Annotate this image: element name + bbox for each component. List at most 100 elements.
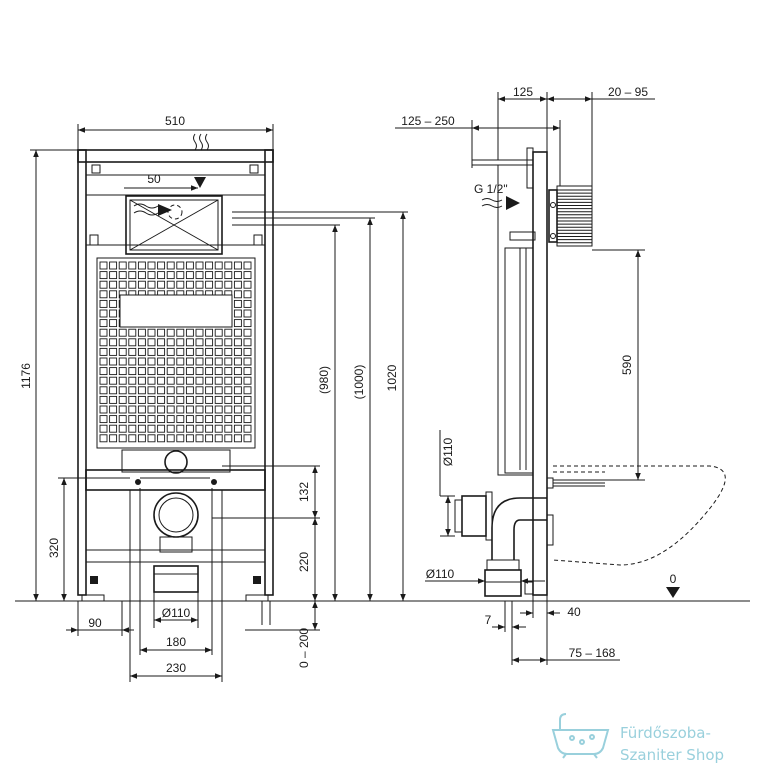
tile (118, 376, 127, 385)
tile (157, 424, 166, 433)
tile (233, 309, 242, 318)
tile (185, 376, 194, 385)
tile (224, 415, 233, 424)
tile (137, 271, 146, 280)
tile (99, 395, 108, 404)
tile (166, 376, 175, 385)
tile (224, 357, 233, 366)
tile (243, 290, 252, 299)
tile (99, 376, 108, 385)
tile (233, 405, 242, 414)
tile (176, 328, 185, 337)
tile (214, 376, 223, 385)
tile (243, 424, 252, 433)
tile (233, 367, 242, 376)
tile (195, 338, 204, 347)
tile (176, 347, 185, 356)
tile (137, 261, 146, 270)
tile (214, 338, 223, 347)
tile (157, 261, 166, 270)
tile (128, 328, 137, 337)
dim-side-125: 125 (513, 85, 533, 99)
side-view (454, 147, 726, 602)
tile (176, 376, 185, 385)
tile (137, 338, 146, 347)
tile (99, 290, 108, 299)
tile (205, 261, 214, 270)
tile (147, 434, 156, 443)
tile (99, 338, 108, 347)
tile (233, 357, 242, 366)
tile (147, 367, 156, 376)
tile (224, 347, 233, 356)
tile (176, 280, 185, 289)
tile (99, 386, 108, 395)
tile (118, 434, 127, 443)
tile (128, 395, 137, 404)
tile (99, 405, 108, 414)
dim-side-125-250: 125 – 250 (401, 114, 455, 128)
tile (176, 424, 185, 433)
tile (233, 299, 242, 308)
tile (176, 434, 185, 443)
tile (118, 395, 127, 404)
tile (118, 357, 127, 366)
tile (243, 386, 252, 395)
tile (128, 357, 137, 366)
tile (166, 424, 175, 433)
tile (233, 328, 242, 337)
bathtub-logo-icon (551, 713, 610, 759)
tile (243, 319, 252, 328)
tile (243, 415, 252, 424)
tile (137, 395, 146, 404)
tile (128, 338, 137, 347)
dim-foot-90: 90 (88, 616, 102, 630)
tile (147, 338, 156, 347)
tile (233, 434, 242, 443)
tile (137, 347, 146, 356)
tile (205, 357, 214, 366)
tile (157, 415, 166, 424)
tile (166, 271, 175, 280)
dim-320: 320 (47, 538, 61, 558)
tile (195, 328, 204, 337)
tile (137, 386, 146, 395)
tile (137, 424, 146, 433)
tile (205, 405, 214, 414)
tile (195, 280, 204, 289)
tile (214, 434, 223, 443)
tile (118, 338, 127, 347)
tile (109, 386, 118, 395)
tile (243, 328, 252, 337)
dim-front-total-height: 1176 (19, 363, 33, 389)
tile (118, 367, 127, 376)
tile (224, 328, 233, 337)
tile (176, 405, 185, 414)
tile (233, 290, 242, 299)
tile (147, 280, 156, 289)
tile (166, 386, 175, 395)
tile (243, 338, 252, 347)
tile (109, 367, 118, 376)
tile (205, 367, 214, 376)
tile (176, 338, 185, 347)
tile (109, 376, 118, 385)
tile (128, 434, 137, 443)
tile (214, 357, 223, 366)
tile (214, 271, 223, 280)
tile (233, 271, 242, 280)
tile (137, 415, 146, 424)
tile (185, 367, 194, 376)
dim-0-200: 0 – 200 (297, 628, 311, 668)
tile (195, 405, 204, 414)
tile (224, 280, 233, 289)
tile (185, 395, 194, 404)
tile (166, 280, 175, 289)
tile (137, 376, 146, 385)
dim-front-width: 510 (165, 114, 185, 128)
tile (185, 328, 194, 337)
tile (185, 386, 194, 395)
tile (109, 290, 118, 299)
tile (195, 376, 204, 385)
